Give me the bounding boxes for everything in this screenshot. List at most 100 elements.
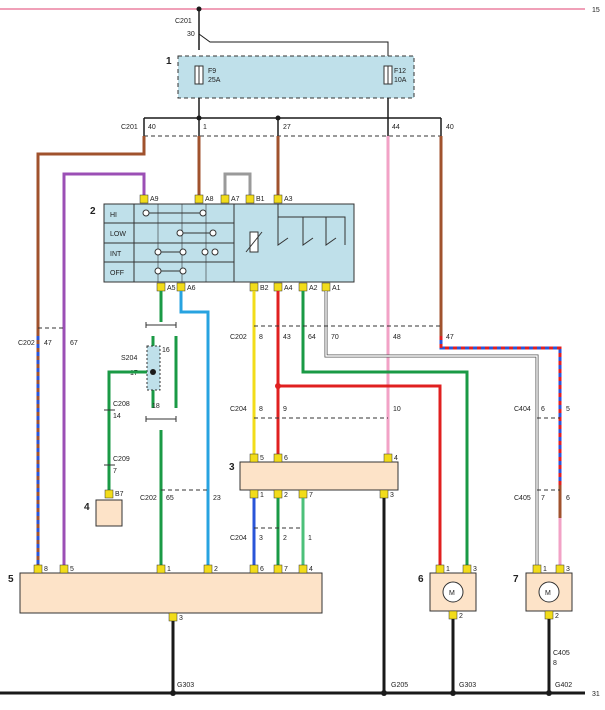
c405-low-label: C405 [553, 650, 570, 657]
fuse-f9-rating: 25A [208, 77, 221, 84]
motor-6-pin-b [462, 564, 472, 574]
module-4-pin: B7 [115, 491, 124, 498]
motor-7-top-pin-2: 3 [566, 566, 570, 573]
wire-bluered [439, 336, 562, 485]
c202-mid-pin-3: 64 [308, 334, 316, 341]
wire-red-branch [278, 384, 442, 565]
c201-pin-4: 44 [392, 124, 400, 131]
switch-bottom-pins [156, 282, 331, 292]
module-5-bottom-pin-tag [168, 612, 178, 622]
module-4 [95, 499, 123, 527]
c208-pin: 14 [113, 413, 121, 420]
ground-g205: G205 [391, 682, 408, 689]
c204-low-pin-3: 1 [308, 535, 312, 542]
motor-6-symbol: M [449, 590, 455, 597]
switch-pin-a5: A5 [167, 285, 176, 292]
ground-g402: G402 [555, 682, 572, 689]
module-3-bottom-pin-4: 3 [390, 492, 394, 499]
motor-6-pin-c [448, 610, 458, 620]
module-5-pin-6: 7 [284, 566, 288, 573]
wire-white-a1-core [325, 291, 538, 565]
motor-7-number: 7 [513, 574, 519, 585]
module-5-pin-2: 5 [70, 566, 74, 573]
splice-bracket-bottom [145, 416, 177, 422]
motor-6-bottom-pin: 2 [459, 613, 463, 620]
c204-pin-3: 10 [393, 406, 401, 413]
module-3-bottom-pin-2: 2 [284, 492, 288, 499]
module-4-pin-tag [104, 489, 114, 499]
switch-pin-a8: A8 [205, 196, 214, 203]
resistor-arrow [245, 231, 263, 253]
fuse-f12-rating: 10A [394, 77, 407, 84]
switch-pin-a2: A2 [309, 285, 318, 292]
c209-label: C209 [113, 456, 130, 463]
switch-pin-b1: B1 [256, 196, 265, 203]
module-5-pin-3: 1 [167, 566, 171, 573]
wire-violet [62, 172, 146, 565]
fuse-box-number: 1 [166, 56, 172, 67]
c201-pin-1: 40 [148, 124, 156, 131]
motor-6-top-pin-2: 3 [473, 566, 477, 573]
c404-pin-1: 6 [541, 406, 545, 413]
wire-white-a1 [324, 291, 539, 565]
ground-g303-b: G303 [459, 682, 476, 689]
module-3-top-pin-3: 4 [394, 455, 398, 462]
motor-6-number: 6 [418, 574, 424, 585]
switch-pin-a3: A3 [284, 196, 293, 203]
c202-left-pin-2: 67 [70, 340, 78, 347]
module-3-top-pins [249, 453, 393, 463]
module-5 [19, 572, 323, 614]
wire-f12-feed [198, 33, 389, 58]
motor-7-icon [538, 581, 560, 603]
module-3 [239, 461, 399, 491]
motor-6-icon [442, 581, 464, 603]
c204-low-label: C204 [230, 535, 247, 542]
motor-6-top-pin-1: 1 [446, 566, 450, 573]
motor-7-top-pin-1: 1 [543, 566, 547, 573]
switch-top-pins [139, 194, 283, 204]
c202-mid-pin-1: 8 [259, 334, 263, 341]
c201-label: C201 [121, 124, 138, 131]
c404-label: C404 [514, 406, 531, 413]
module-5-pin-1: 8 [44, 566, 48, 573]
module-5-top-pins [33, 564, 308, 574]
splice-red [275, 383, 281, 389]
c202-mid-pin-4: 70 [331, 334, 339, 341]
switch-pos-low: LOW [110, 231, 126, 238]
ground-g303-a: G303 [177, 682, 194, 689]
motor-7-pin-c [544, 610, 554, 620]
module-3-bottom-pins [249, 489, 389, 499]
c204-pin-2: 9 [283, 406, 287, 413]
s204-dot [150, 369, 156, 375]
fuse-f12-name: F12 [394, 68, 406, 75]
c405-pin-1: 7 [541, 495, 545, 502]
c202-mid-pin-6: 47 [446, 334, 454, 341]
module-5-pin-5: 6 [260, 566, 264, 573]
c204-label: C204 [230, 406, 247, 413]
s204-pin-18: 18 [152, 403, 160, 410]
module-3-number: 3 [229, 462, 235, 473]
fuse-box [177, 55, 415, 99]
c202-mid-pin-2: 43 [283, 334, 291, 341]
switch-number: 2 [90, 206, 96, 217]
module-3-bottom-pin-3: 7 [309, 492, 313, 499]
fuse-f9-name: F9 [208, 68, 216, 75]
c405-pin-2: 6 [566, 495, 570, 502]
switch-pin-a9: A9 [150, 196, 159, 203]
s204-box [146, 345, 161, 391]
c201-pin-3: 27 [283, 124, 291, 131]
wire-green-a2 [301, 291, 469, 565]
ground-dot-3 [450, 690, 456, 696]
ground-rail-label: 31 [592, 691, 600, 698]
ground-dot-1 [170, 690, 176, 696]
c201-pin-2: 1 [203, 124, 207, 131]
switch-pos-int: INT [110, 251, 122, 258]
c201-pin-5: 40 [446, 124, 454, 131]
c209-pin: 7 [113, 468, 117, 475]
module-5-bottom-pin: 3 [179, 615, 183, 622]
c201-top-pin: 30 [187, 31, 195, 38]
switch-relay-contacts [277, 204, 346, 246]
s204-label: S204 [121, 355, 137, 362]
motor-7-pin-b [555, 564, 565, 574]
c202-low-pin-1: 65 [166, 495, 174, 502]
